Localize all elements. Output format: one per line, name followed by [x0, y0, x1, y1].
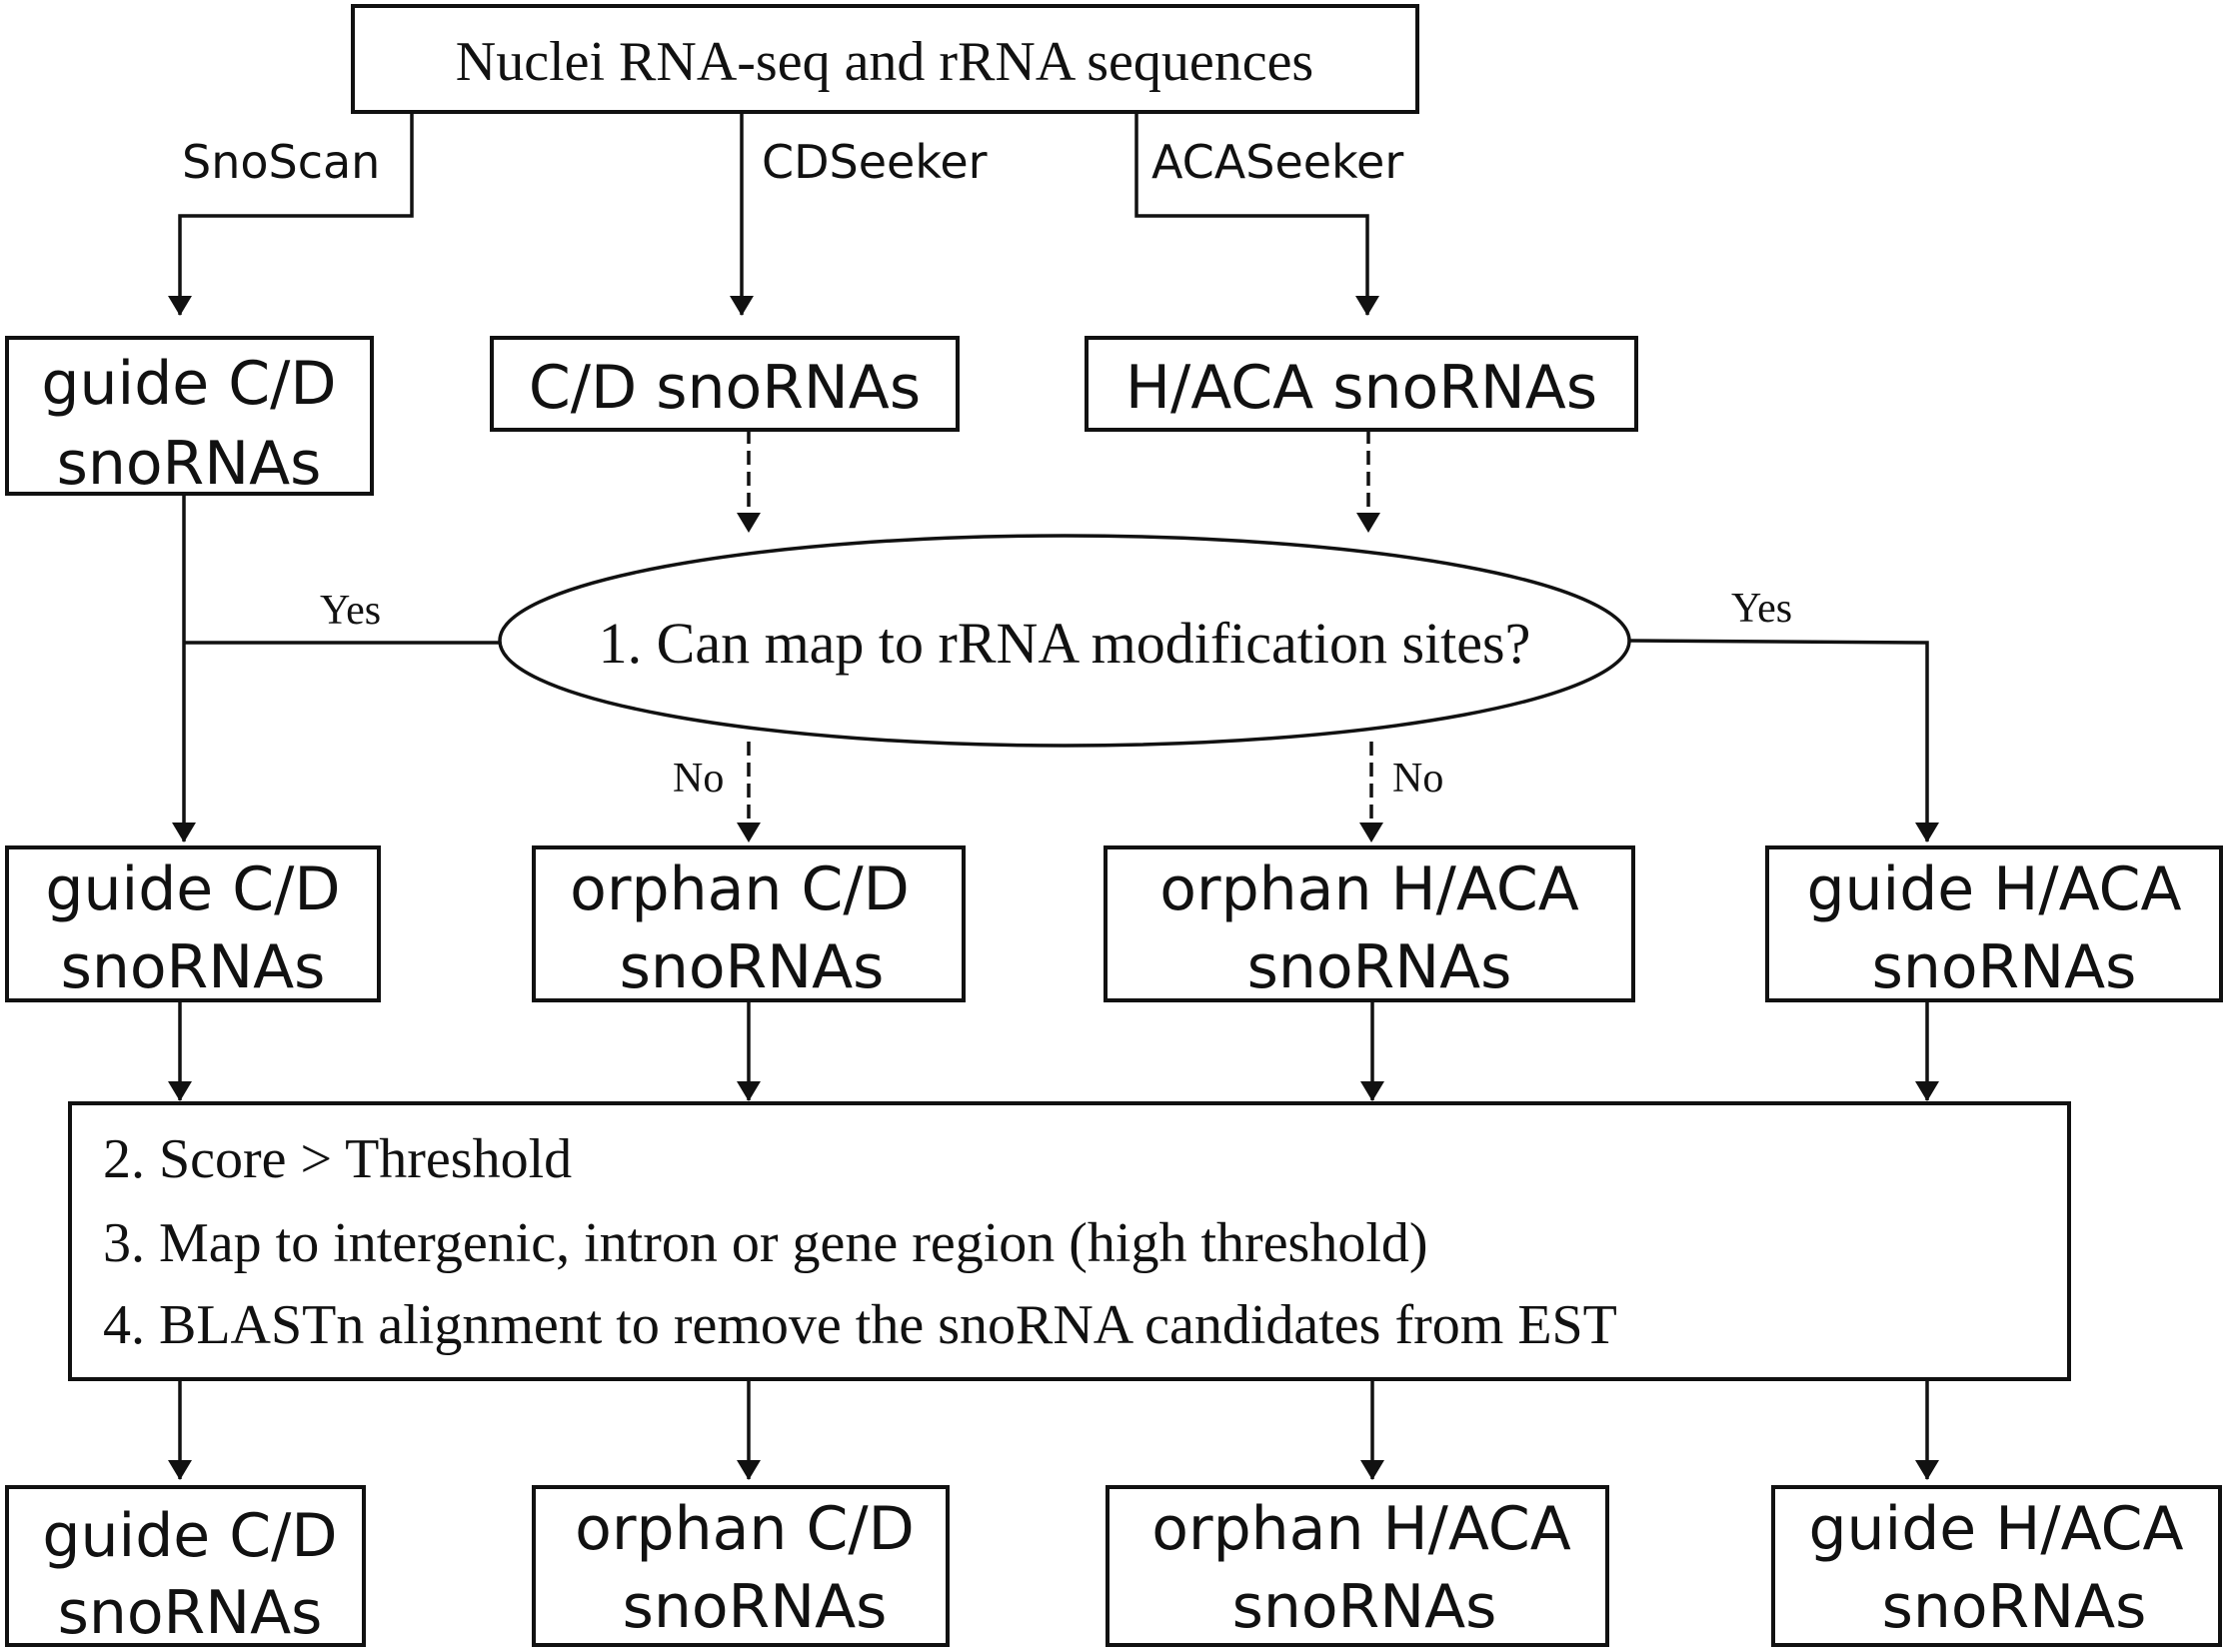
- row3-guide-haca-line2: snoRNAs: [1882, 1572, 2147, 1642]
- no-right-label: No: [1392, 756, 1443, 802]
- acaseeker-label: ACASeeker: [1151, 135, 1403, 189]
- row3-orphan-cd-box: orphan C/D snoRNAs: [532, 1485, 950, 1647]
- input-box-label: Nuclei RNA-seq and rRNA sequences: [456, 31, 1313, 93]
- row3-guide-cd-line2: snoRNAs: [58, 1578, 323, 1648]
- decision-ellipse: 1. Can map to rRNA modification sites?: [498, 534, 1631, 748]
- filter-step-2: 2. Score > Threshold: [103, 1128, 572, 1190]
- row2-guide-cd-line2: snoRNAs: [61, 932, 326, 1002]
- row2-orphan-haca-line1: orphan H/ACA: [1159, 854, 1579, 924]
- row3-orphan-haca-line2: snoRNAs: [1232, 1572, 1497, 1642]
- row3-orphan-haca-box: orphan H/ACA snoRNAs: [1106, 1485, 1609, 1647]
- row2-orphan-haca-box: orphan H/ACA snoRNAs: [1104, 845, 1635, 1002]
- row1-haca-label: H/ACA snoRNAs: [1125, 353, 1597, 423]
- row1-guide-cd-line1: guide C/D: [41, 349, 336, 419]
- row1-cd-label: C/D snoRNAs: [529, 353, 921, 423]
- cdseeker-label: CDSeeker: [762, 135, 988, 189]
- row1-haca-box: H/ACA snoRNAs: [1085, 336, 1638, 432]
- row2-guide-haca-box: guide H/ACA snoRNAs: [1765, 845, 2223, 1002]
- row2-guide-cd-box: guide C/D snoRNAs: [5, 845, 381, 1002]
- row1-guide-cd-box: guide C/D snoRNAs: [5, 336, 374, 499]
- row3-guide-haca-box: guide H/ACA snoRNAs: [1771, 1485, 2222, 1647]
- filter-step-3: 3. Map to intergenic, intron or gene reg…: [103, 1212, 1428, 1274]
- no-left-label: No: [673, 756, 724, 802]
- row3-guide-cd-line1: guide C/D: [42, 1501, 337, 1571]
- yes-left-label: Yes: [320, 588, 381, 634]
- row2-guide-haca-line2: snoRNAs: [1872, 932, 2137, 1002]
- decision-label: 1. Can map to rRNA modification sites?: [599, 611, 1531, 676]
- snoscan-label: SnoScan: [182, 135, 380, 189]
- row2-orphan-cd-line2: snoRNAs: [620, 932, 885, 1002]
- filter-step-4: 4. BLASTn alignment to remove the snoRNA…: [103, 1294, 1617, 1356]
- row3-orphan-cd-line1: orphan C/D: [575, 1494, 915, 1564]
- row2-orphan-haca-line2: snoRNAs: [1247, 932, 1512, 1002]
- filter-steps-box: 2. Score > Threshold 3. Map to intergeni…: [68, 1101, 2071, 1381]
- row1-cd-box: C/D snoRNAs: [490, 336, 960, 432]
- row1-guide-cd-line2: snoRNAs: [57, 429, 322, 499]
- row3-orphan-haca-line1: orphan H/ACA: [1151, 1494, 1571, 1564]
- row2-guide-haca-line1: guide H/ACA: [1806, 854, 2181, 924]
- tool-connectors: [168, 112, 1379, 316]
- row2-orphan-cd-line1: orphan C/D: [570, 854, 910, 924]
- input-box: Nuclei RNA-seq and rRNA sequences: [351, 4, 1419, 114]
- row3-orphan-cd-line2: snoRNAs: [623, 1572, 888, 1642]
- row3-guide-cd-box: guide C/D snoRNAs: [5, 1485, 366, 1648]
- row3-guide-haca-line1: guide H/ACA: [1808, 1494, 2183, 1564]
- row2-guide-cd-line1: guide C/D: [45, 854, 340, 924]
- yes-right-label: Yes: [1731, 586, 1792, 632]
- row2-orphan-cd-box: orphan C/D snoRNAs: [532, 845, 966, 1002]
